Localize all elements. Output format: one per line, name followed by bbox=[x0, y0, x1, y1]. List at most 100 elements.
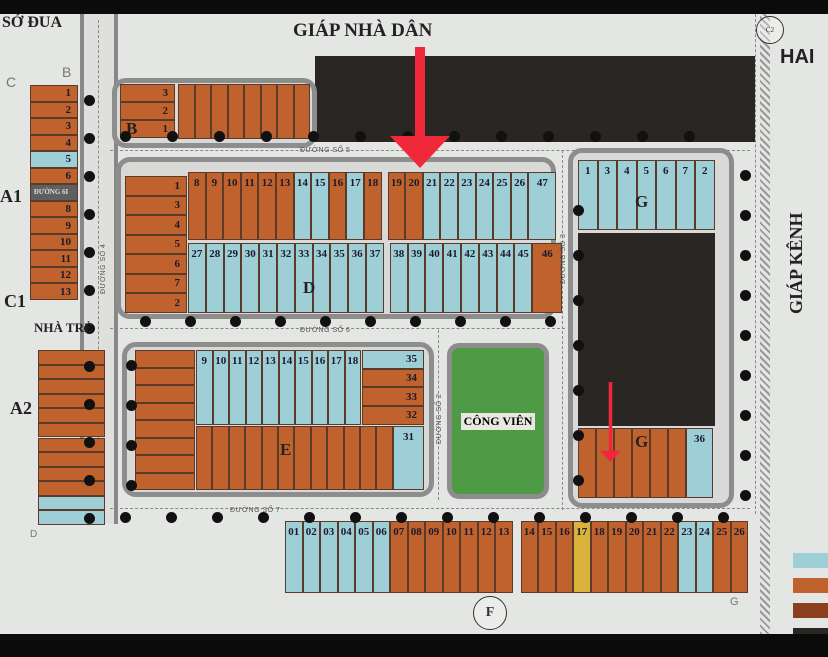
lot-e-bottom[interactable] bbox=[278, 426, 295, 490]
lot-e-13[interactable]: 13 bbox=[262, 350, 279, 425]
lot-a2[interactable] bbox=[38, 437, 105, 453]
lot-f-13[interactable]: 13 bbox=[495, 521, 513, 593]
lot-d-27[interactable]: 27 bbox=[188, 243, 206, 313]
lot-f-17[interactable]: 17 bbox=[573, 521, 591, 593]
lot-d-40[interactable]: 40 bbox=[425, 243, 444, 313]
lot-d-3[interactable]: 3 bbox=[125, 195, 187, 215]
lot-f-01[interactable]: 01 bbox=[285, 521, 303, 593]
lot-f-23[interactable]: 23 bbox=[678, 521, 696, 593]
lot-b[interactable] bbox=[178, 84, 195, 139]
lot-f-20[interactable]: 20 bbox=[625, 521, 643, 593]
lot-f-05[interactable]: 05 bbox=[355, 521, 373, 593]
lot-d-37[interactable]: 37 bbox=[366, 243, 384, 313]
lot-a1-2[interactable]: 2 bbox=[30, 101, 78, 119]
lot-b[interactable] bbox=[277, 84, 294, 139]
lot-d-33[interactable]: 33 bbox=[294, 243, 313, 313]
lot-d-15[interactable]: 15 bbox=[311, 172, 329, 240]
lot-e-12[interactable]: 12 bbox=[245, 350, 262, 425]
lot-f-26[interactable]: 26 bbox=[730, 521, 748, 593]
lot-f-22[interactable]: 22 bbox=[660, 521, 678, 593]
lot-a1-4[interactable]: 4 bbox=[30, 134, 78, 152]
lot-f-12[interactable]: 12 bbox=[477, 521, 495, 593]
lot-b[interactable] bbox=[244, 84, 261, 139]
lot-e-bottom[interactable] bbox=[245, 426, 262, 490]
lot-e-32[interactable]: 32 bbox=[362, 406, 424, 425]
lot-f-02[interactable]: 02 bbox=[302, 521, 320, 593]
lot-g-4[interactable]: 4 bbox=[617, 160, 637, 230]
lot-d-44[interactable]: 44 bbox=[496, 243, 515, 313]
lot-d-19[interactable]: 19 bbox=[387, 172, 406, 240]
lot-f-19[interactable]: 19 bbox=[608, 521, 626, 593]
lot-d-23[interactable]: 23 bbox=[458, 172, 476, 240]
lot-b-2[interactable]: 2 bbox=[120, 102, 175, 120]
lot-a1-1[interactable]: 1 bbox=[30, 85, 78, 102]
lot-d-45[interactable]: 45 bbox=[514, 243, 533, 313]
lot-e-left[interactable] bbox=[135, 472, 195, 490]
lot-d-11[interactable]: 11 bbox=[240, 172, 259, 240]
lot-d-7[interactable]: 7 bbox=[125, 273, 187, 293]
lot-b[interactable] bbox=[194, 84, 211, 139]
lot-e-33[interactable]: 33 bbox=[362, 387, 424, 407]
lot-f-25[interactable]: 25 bbox=[713, 521, 731, 593]
lot-e-18[interactable]: 18 bbox=[344, 350, 361, 425]
lot-a2[interactable] bbox=[38, 393, 105, 409]
lot-d-25[interactable]: 25 bbox=[493, 172, 511, 240]
lot-d-36[interactable]: 36 bbox=[348, 243, 366, 313]
lot-d-1[interactable]: 1 bbox=[125, 176, 187, 196]
lot-f-24[interactable]: 24 bbox=[695, 521, 713, 593]
lot-e-14[interactable]: 14 bbox=[278, 350, 295, 425]
lot-d-30[interactable]: 30 bbox=[241, 243, 260, 313]
lot-e-35[interactable]: 35 bbox=[362, 350, 424, 369]
lot-e-bottom[interactable] bbox=[228, 426, 246, 490]
lot-g-bottom[interactable] bbox=[632, 428, 650, 498]
lot-d-18[interactable]: 18 bbox=[364, 172, 382, 240]
lot-f-09[interactable]: 09 bbox=[425, 521, 443, 593]
lot-a1-6[interactable]: 6 bbox=[30, 167, 78, 185]
lot-a1-5[interactable]: 5 bbox=[30, 151, 78, 168]
lot-d-24[interactable]: 24 bbox=[475, 172, 494, 240]
lot-e-34[interactable]: 34 bbox=[362, 368, 424, 388]
lot-e-bottom[interactable] bbox=[360, 426, 377, 490]
lot-d-35[interactable]: 35 bbox=[330, 243, 349, 313]
lot-a1-11[interactable]: 11 bbox=[30, 250, 78, 267]
lot-d-26[interactable]: 26 bbox=[510, 172, 529, 240]
lot-d-8[interactable]: 8 bbox=[188, 172, 206, 240]
lot-a1-road[interactable]: ĐƯỜNG 6I bbox=[30, 184, 78, 201]
lot-a1-8[interactable]: 8 bbox=[30, 200, 78, 218]
lot-d-6[interactable]: 6 bbox=[125, 254, 187, 274]
lot-f-03[interactable]: 03 bbox=[320, 521, 338, 593]
lot-e-15[interactable]: 15 bbox=[295, 350, 312, 425]
lot-f-14[interactable]: 14 bbox=[520, 521, 538, 593]
lot-e-bottom[interactable] bbox=[261, 426, 278, 490]
lot-e-left[interactable] bbox=[135, 437, 195, 455]
lot-g-bottom[interactable] bbox=[614, 428, 632, 498]
lot-e-9[interactable]: 9 bbox=[196, 350, 213, 425]
lot-g-bottom[interactable] bbox=[668, 428, 686, 498]
lot-d-16[interactable]: 16 bbox=[328, 172, 347, 240]
lot-f-15[interactable]: 15 bbox=[538, 521, 556, 593]
lot-e-bottom[interactable] bbox=[294, 426, 311, 490]
lot-d-31[interactable]: 31 bbox=[259, 243, 277, 313]
lot-d-17[interactable]: 17 bbox=[346, 172, 364, 240]
lot-e-left[interactable] bbox=[135, 455, 195, 473]
lot-b-3[interactable]: 3 bbox=[120, 84, 175, 102]
lot-d-38[interactable]: 38 bbox=[389, 243, 408, 313]
lot-e-10[interactable]: 10 bbox=[212, 350, 229, 425]
lot-e-bottom[interactable] bbox=[196, 426, 213, 490]
lot-d-13[interactable]: 13 bbox=[276, 172, 294, 240]
lot-d-29[interactable]: 29 bbox=[223, 243, 242, 313]
lot-d-43[interactable]: 43 bbox=[478, 243, 497, 313]
lot-f-11[interactable]: 11 bbox=[460, 521, 478, 593]
lot-d-21[interactable]: 21 bbox=[422, 172, 441, 240]
lot-e-left[interactable] bbox=[135, 402, 195, 420]
lot-g-6[interactable]: 6 bbox=[656, 160, 676, 230]
lot-a1-3[interactable]: 3 bbox=[30, 118, 78, 135]
lot-e-31[interactable]: 31 bbox=[393, 426, 424, 490]
lot-d-2[interactable]: 2 bbox=[125, 293, 187, 313]
lot-d-14[interactable]: 14 bbox=[293, 172, 312, 240]
lot-d-22[interactable]: 22 bbox=[440, 172, 458, 240]
lot-e-17[interactable]: 17 bbox=[328, 350, 345, 425]
lot-e-left[interactable] bbox=[135, 367, 195, 385]
lot-a1-9[interactable]: 9 bbox=[30, 217, 78, 234]
lot-g-3[interactable]: 3 bbox=[597, 160, 617, 230]
